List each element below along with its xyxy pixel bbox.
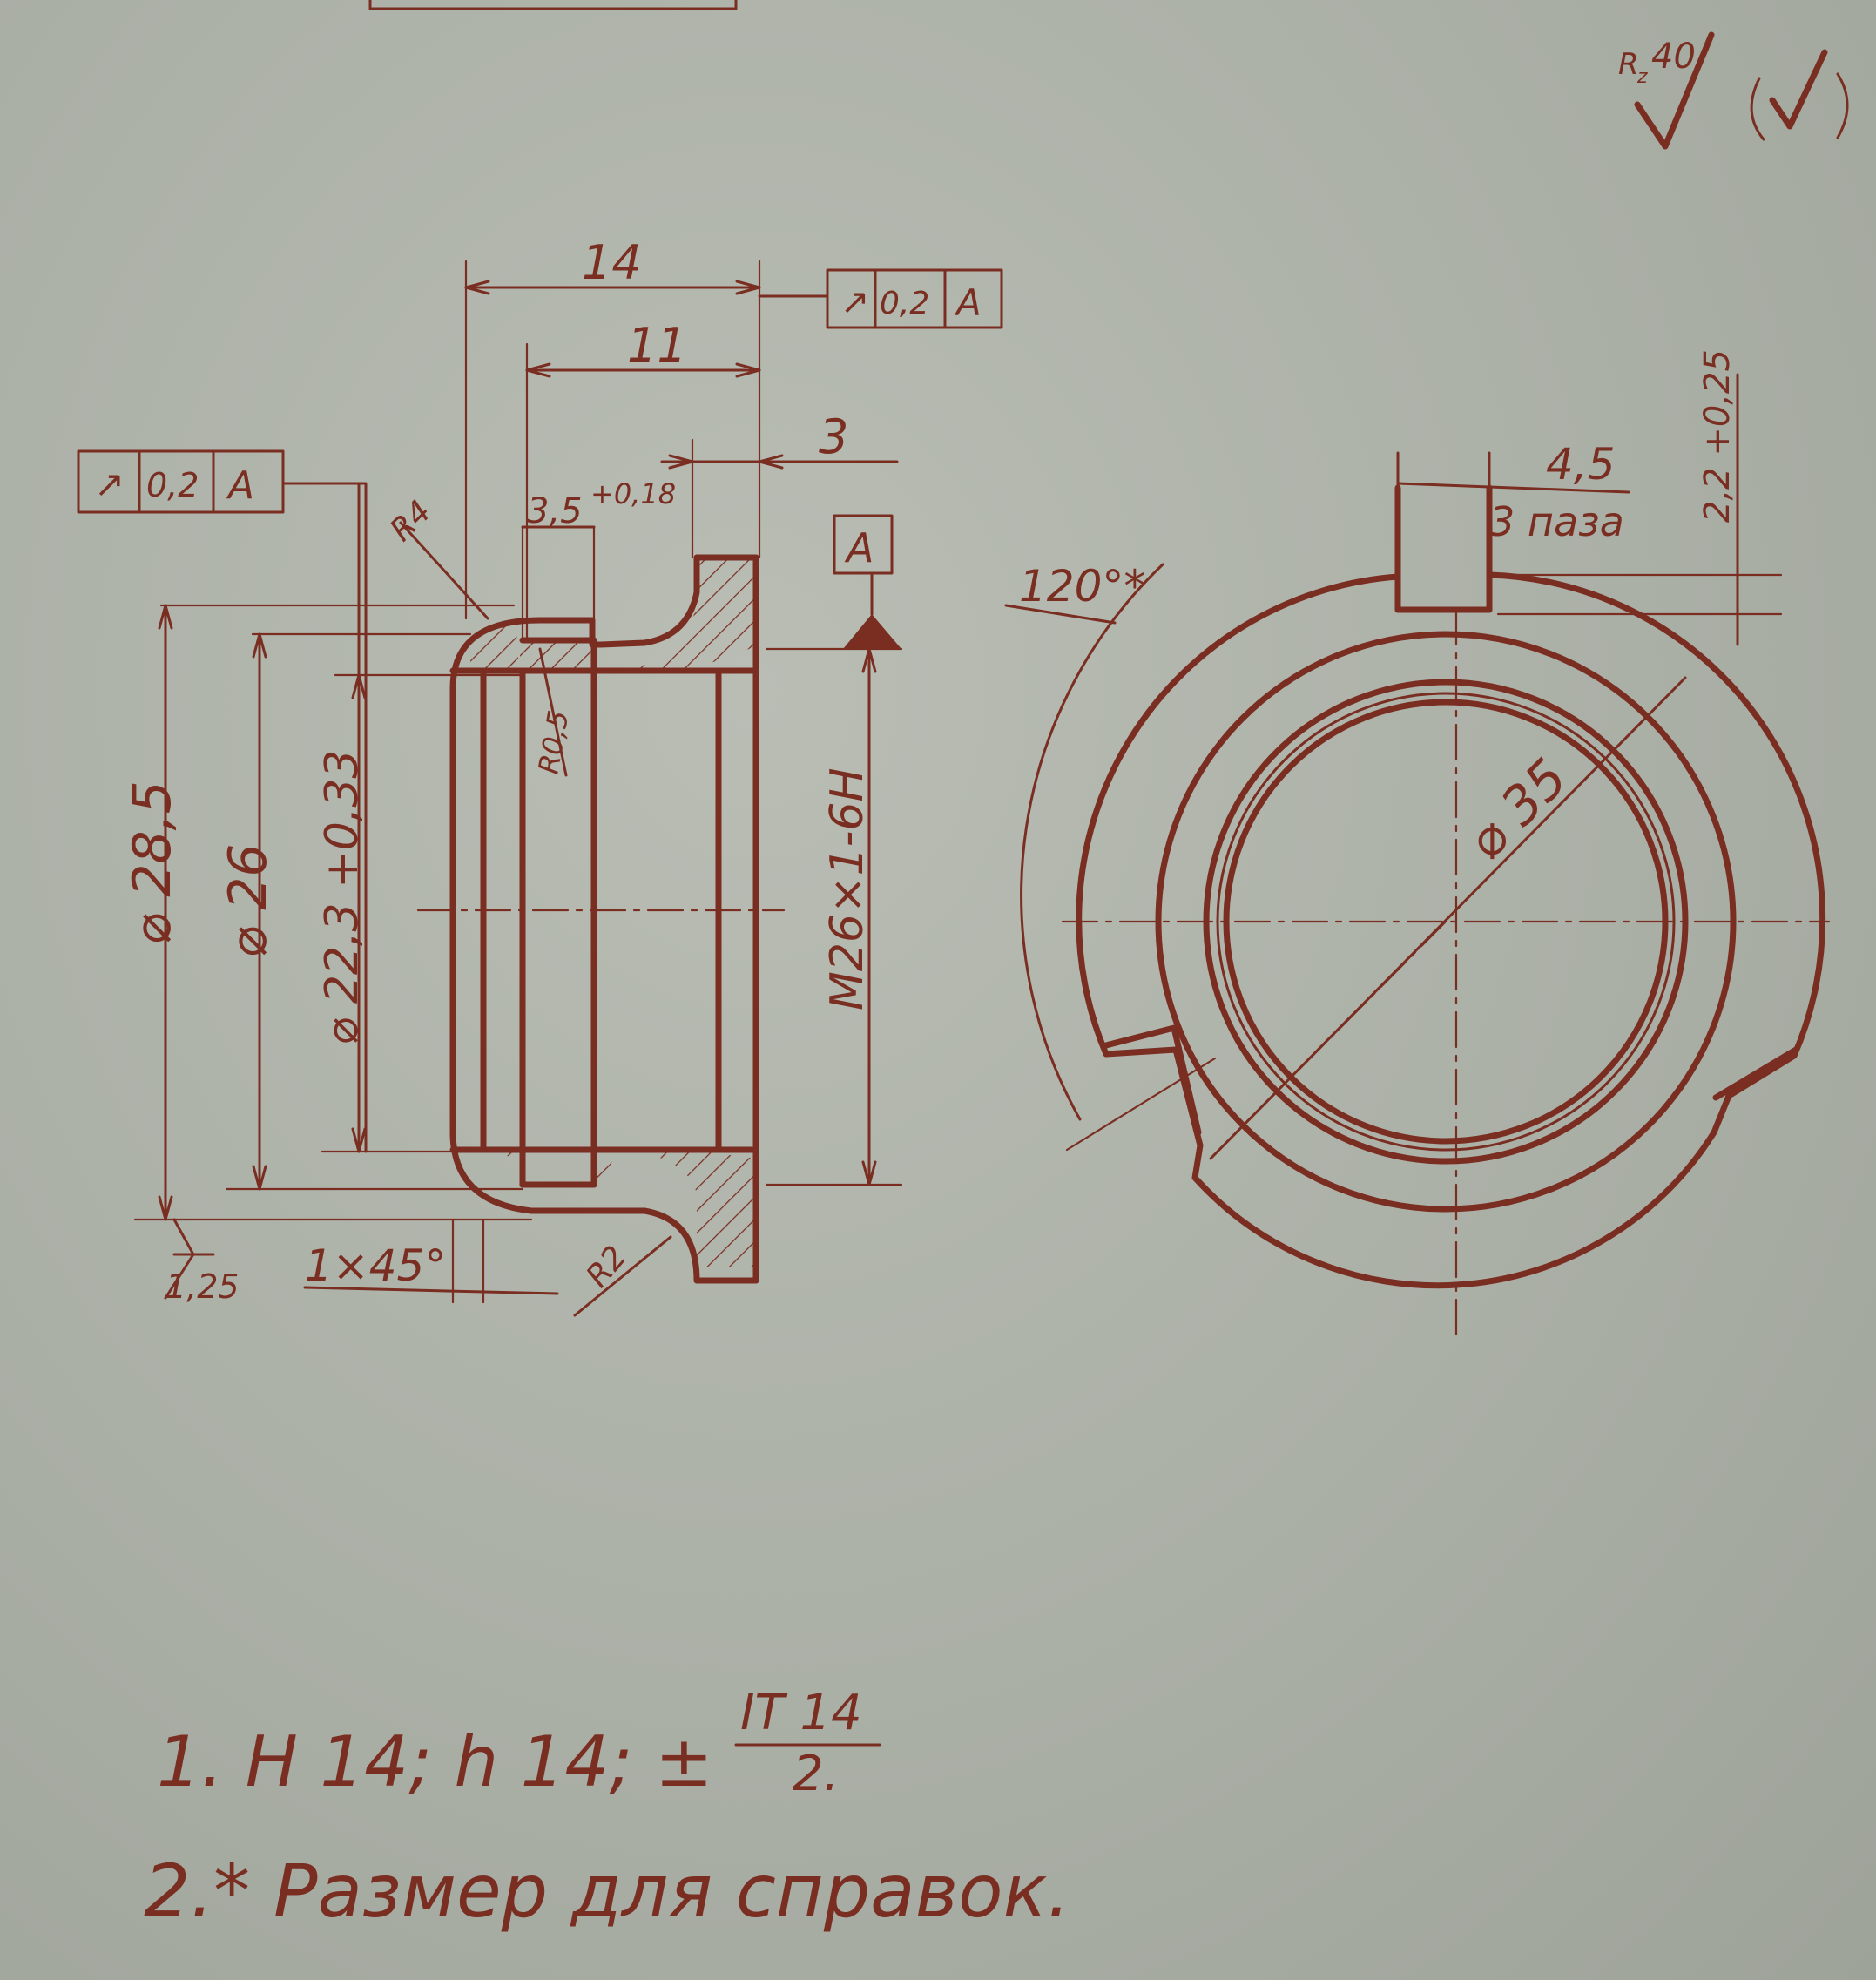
dim-label-d26: ⌀ 26 (218, 843, 279, 958)
dim-label-d35: ⌀ 35 (1455, 747, 1580, 872)
datum-box (833, 514, 894, 575)
tolerance-frame-top (826, 268, 1003, 329)
dim-label-groove-tol: +0,18 (590, 477, 676, 510)
roughness-paren-right (1836, 72, 1849, 139)
dim-label-chamfer: 1×45° (305, 1240, 446, 1291)
end-view-circle-bore (1216, 692, 1676, 1152)
note-fraction-top: IT 14 (740, 1685, 862, 1741)
angle-leader (1004, 604, 1117, 625)
dim-line-chamfer (303, 1286, 559, 1295)
label-r05: R0,5 (531, 708, 575, 777)
note-line-1: 1. H 14; h 14; ± (157, 1721, 713, 1802)
label-r4: R4 (383, 494, 438, 549)
end-view-circle-outer (1155, 631, 1737, 1213)
dim-label-groove: 3,5 (527, 491, 583, 531)
dim-label-120: 120°* (1019, 561, 1145, 612)
notes: 1. H 14; h 14; ± IT 14 2. 2.* Размер для… (144, 1685, 1070, 1934)
roughness-value: 40 (1651, 37, 1696, 77)
frame-left-leader (281, 482, 368, 1153)
dim-label-slot-width: 4,5 (1546, 439, 1616, 490)
dim-line-slot (1396, 482, 1630, 494)
frame-top-value: 0,2 (880, 286, 929, 321)
frame-left-datum: A (226, 463, 254, 508)
frame-top-symbol: ↗ (840, 282, 870, 322)
dim-label-14: 14 (582, 235, 642, 290)
roughness-125-value: 1,25 (165, 1267, 240, 1306)
dim-arrows-d28 (158, 604, 173, 1221)
slot-top (1394, 484, 1493, 613)
frame-top-datum: A (954, 281, 982, 324)
dim-arrows-11 (525, 362, 761, 378)
datum-letter: A (844, 524, 874, 571)
dim-label-d22: ⌀ 22,3 +0,33 (316, 750, 368, 1046)
roughness-symbol-sub: z (1636, 66, 1648, 88)
end-view-outer-profile (1076, 571, 1826, 1289)
label-r2: R2 (579, 1240, 633, 1294)
angle-ext-line (1065, 1057, 1217, 1152)
angle-arc-120 (1020, 563, 1164, 1121)
end-view: ⌀ 35 120°* 4,5 3 паза 2,2 +0,25 (1004, 349, 1831, 1343)
section-hatch-bottom (470, 1150, 756, 1267)
dim-label-slot-depth: 2,2 +0,25 (1697, 349, 1738, 523)
roughness-check-small-icon (1769, 49, 1828, 130)
tolerance-frame-left (77, 449, 285, 514)
title-block-edge (368, 0, 738, 10)
dim-arrows-d22 (351, 673, 367, 1153)
dim-arrows-d26 (252, 632, 267, 1191)
slot-lower-right (1712, 1046, 1799, 1101)
frame-left-symbol: ↗ (94, 463, 125, 505)
frame-left-value: 0,2 (146, 466, 199, 504)
dim-label-3: 3 (819, 409, 848, 464)
note-fraction-bottom: 2. (793, 1746, 839, 1802)
roughness-paren-left (1750, 77, 1765, 141)
dim-line-d35 (1209, 676, 1687, 1160)
datum-triangle-icon (843, 614, 901, 649)
section-hatch-top (470, 558, 756, 671)
roughness-check-icon (1634, 31, 1715, 150)
roughness-symbol-letter: R (1618, 47, 1639, 82)
slot-lower-left (1103, 1024, 1202, 1136)
leader-r2 (573, 1235, 672, 1317)
dim-arrows-14 (464, 280, 761, 295)
dim-label-slot-count: 3 паза (1489, 498, 1624, 545)
leader-r4 (399, 521, 489, 620)
section-outer-contour (449, 554, 759, 1284)
dim-label-thread: M26×1-6H (821, 767, 874, 1010)
section-view: 14 11 3 3,5 +0,18 R4 R0,5 R2 ⌀ 28,5 ⌀ 26 (77, 235, 1003, 1317)
dim-label-d28: ⌀ 28,5 (122, 781, 183, 945)
dim-arrows-thread (861, 647, 877, 1186)
leader-r05 (538, 647, 568, 777)
dim-arrows-3 (668, 454, 784, 470)
roughness-symbol: R z 40 (1618, 31, 1849, 150)
dim-label-11: 11 (627, 318, 687, 373)
note-line-2: 2.* Размер для справок. (144, 1848, 1070, 1934)
